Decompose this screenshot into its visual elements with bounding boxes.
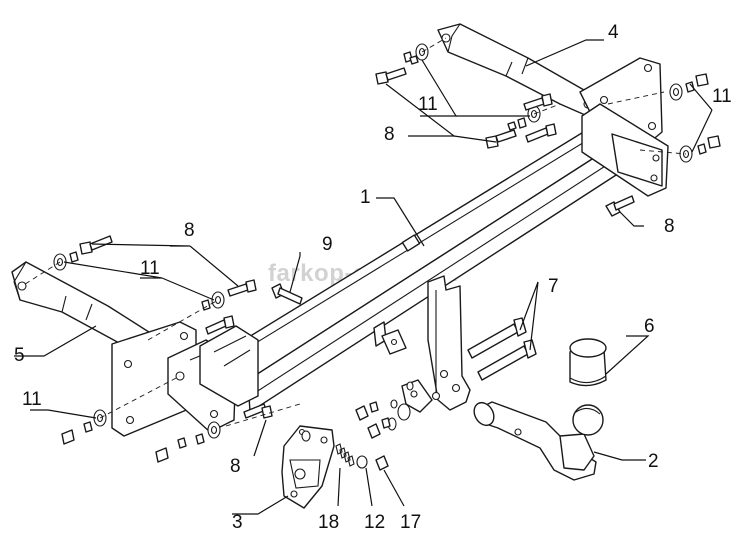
assembly-guides (21, 37, 687, 427)
label-part-2: 2 (648, 451, 659, 472)
label-part-3: 3 (232, 512, 243, 533)
label-part-7: 7 (548, 276, 559, 297)
label-part-17: 17 (400, 512, 421, 533)
label-part-12: 12 (364, 512, 385, 533)
label-part-11-left-lower: 11 (22, 389, 42, 410)
label-part-1: 1 (360, 187, 371, 208)
label-part-8-right-lower: 8 (664, 216, 675, 237)
label-part-18: 18 (318, 512, 339, 533)
main-crossbar (207, 127, 631, 413)
right-end-plate (581, 103, 669, 197)
label-part-4: 4 (608, 22, 619, 43)
label-part-11-right-upper: 11 (418, 94, 438, 115)
label-part-11-left-upper: 11 (140, 258, 160, 279)
part-number-labels: 1 2 3 4 5 6 7 8 8 8 8 9 11 11 11 11 12 1… (14, 22, 732, 533)
long-ball-bolts (467, 317, 537, 381)
label-part-6: 6 (644, 316, 655, 337)
label-part-9: 9 (322, 234, 333, 255)
label-part-8-left-lower: 8 (230, 456, 241, 477)
label-part-11-right-side: 11 (712, 86, 732, 107)
leader-lines (14, 39, 713, 515)
center-ball-bracket (381, 275, 471, 413)
ball-cover-cap (569, 338, 607, 387)
label-part-8-right-upper: 8 (384, 124, 395, 145)
label-part-5: 5 (14, 345, 25, 366)
left-beam-end (199, 325, 259, 407)
label-part-8-left-upper: 8 (184, 220, 195, 241)
tow-ball-neck (473, 401, 604, 481)
electrical-socket-plate (281, 425, 335, 509)
